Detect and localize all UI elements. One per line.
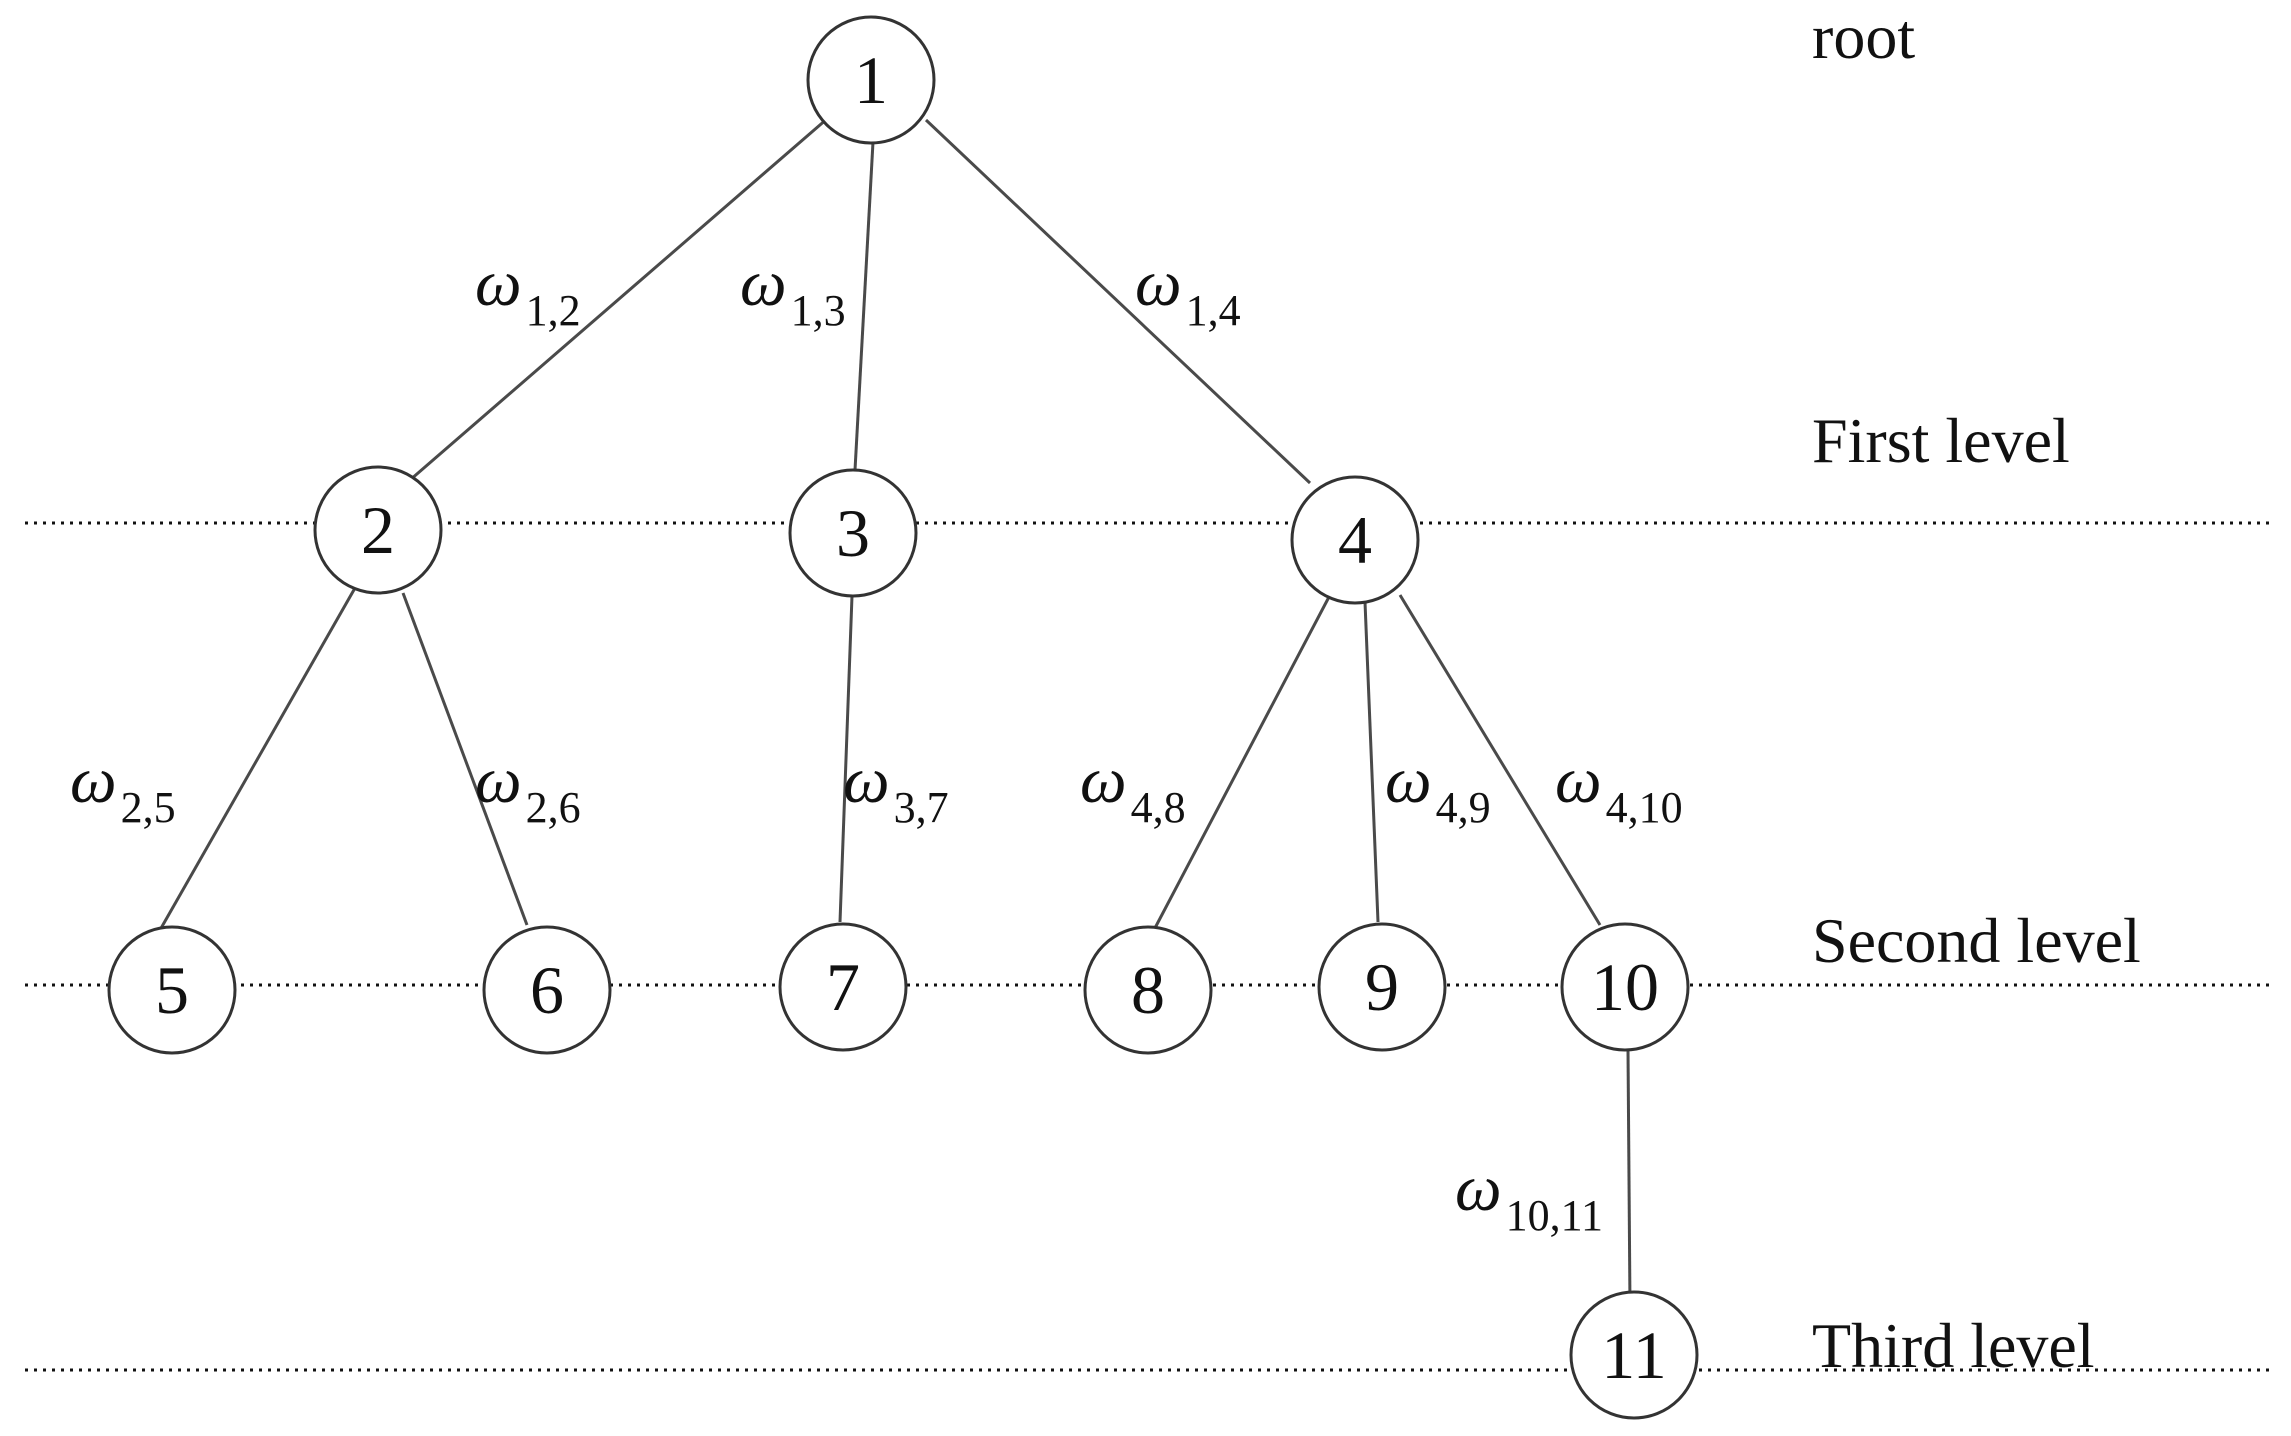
node-3: 3 bbox=[788, 468, 918, 598]
node-9: 9 bbox=[1317, 922, 1447, 1052]
edge-1-3 bbox=[853, 141, 875, 471]
node-10: 10 bbox=[1560, 922, 1690, 1052]
node-5-label: 5 bbox=[155, 952, 189, 1028]
weight-label-10-11: ω10,11 bbox=[1455, 1152, 1603, 1240]
node-2: 2 bbox=[313, 465, 443, 595]
node-8: 8 bbox=[1083, 925, 1213, 1055]
edge-1-4 bbox=[924, 118, 1312, 485]
node-8-label: 8 bbox=[1131, 952, 1165, 1028]
node-11-label: 11 bbox=[1601, 1317, 1666, 1393]
node-2-label: 2 bbox=[361, 492, 395, 568]
second-level-label: Second level bbox=[1812, 905, 2141, 976]
edge-4-10 bbox=[1398, 594, 1602, 926]
node-4: 4 bbox=[1290, 475, 1420, 605]
weight-label-1-4: ω1,4 bbox=[1135, 247, 1241, 335]
edge-3-7 bbox=[838, 595, 854, 923]
weight-label-4-10: ω4,10 bbox=[1555, 744, 1683, 832]
weight-label-2-5: ω2,5 bbox=[70, 744, 176, 832]
first-level-label: First level bbox=[1812, 405, 2070, 476]
weight-label-1-3: ω1,3 bbox=[740, 247, 846, 335]
node-6: 6 bbox=[482, 925, 612, 1055]
node-11: 11 bbox=[1569, 1290, 1699, 1420]
edge-1-2 bbox=[409, 116, 829, 482]
root-level-label: root bbox=[1812, 1, 1915, 72]
node-9-label: 9 bbox=[1365, 949, 1399, 1025]
weight-label-4-8: ω4,8 bbox=[1080, 744, 1186, 832]
edge-10-11 bbox=[1626, 1049, 1632, 1308]
node-7: 7 bbox=[778, 922, 908, 1052]
node-6-label: 6 bbox=[530, 952, 564, 1028]
node-3-label: 3 bbox=[836, 495, 870, 571]
node-4-label: 4 bbox=[1338, 502, 1372, 578]
node-1-label: 1 bbox=[854, 42, 888, 118]
node-1: 1 bbox=[806, 15, 936, 145]
third-level-label: Third level bbox=[1812, 1310, 2095, 1381]
edge-2-6 bbox=[401, 592, 529, 926]
node-7-label: 7 bbox=[826, 949, 860, 1025]
weight-label-3-7: ω3,7 bbox=[843, 744, 949, 832]
edge-4-8 bbox=[1153, 594, 1332, 929]
weight-label-1-2: ω1,2 bbox=[475, 247, 581, 335]
weight-label-2-6: ω2,6 bbox=[475, 744, 581, 832]
edge-4-9 bbox=[1363, 601, 1380, 923]
edge-2-5 bbox=[158, 587, 357, 931]
weight-label-4-9: ω4,9 bbox=[1385, 744, 1491, 832]
node-10-label: 10 bbox=[1591, 949, 1659, 1025]
node-5: 5 bbox=[107, 925, 237, 1055]
